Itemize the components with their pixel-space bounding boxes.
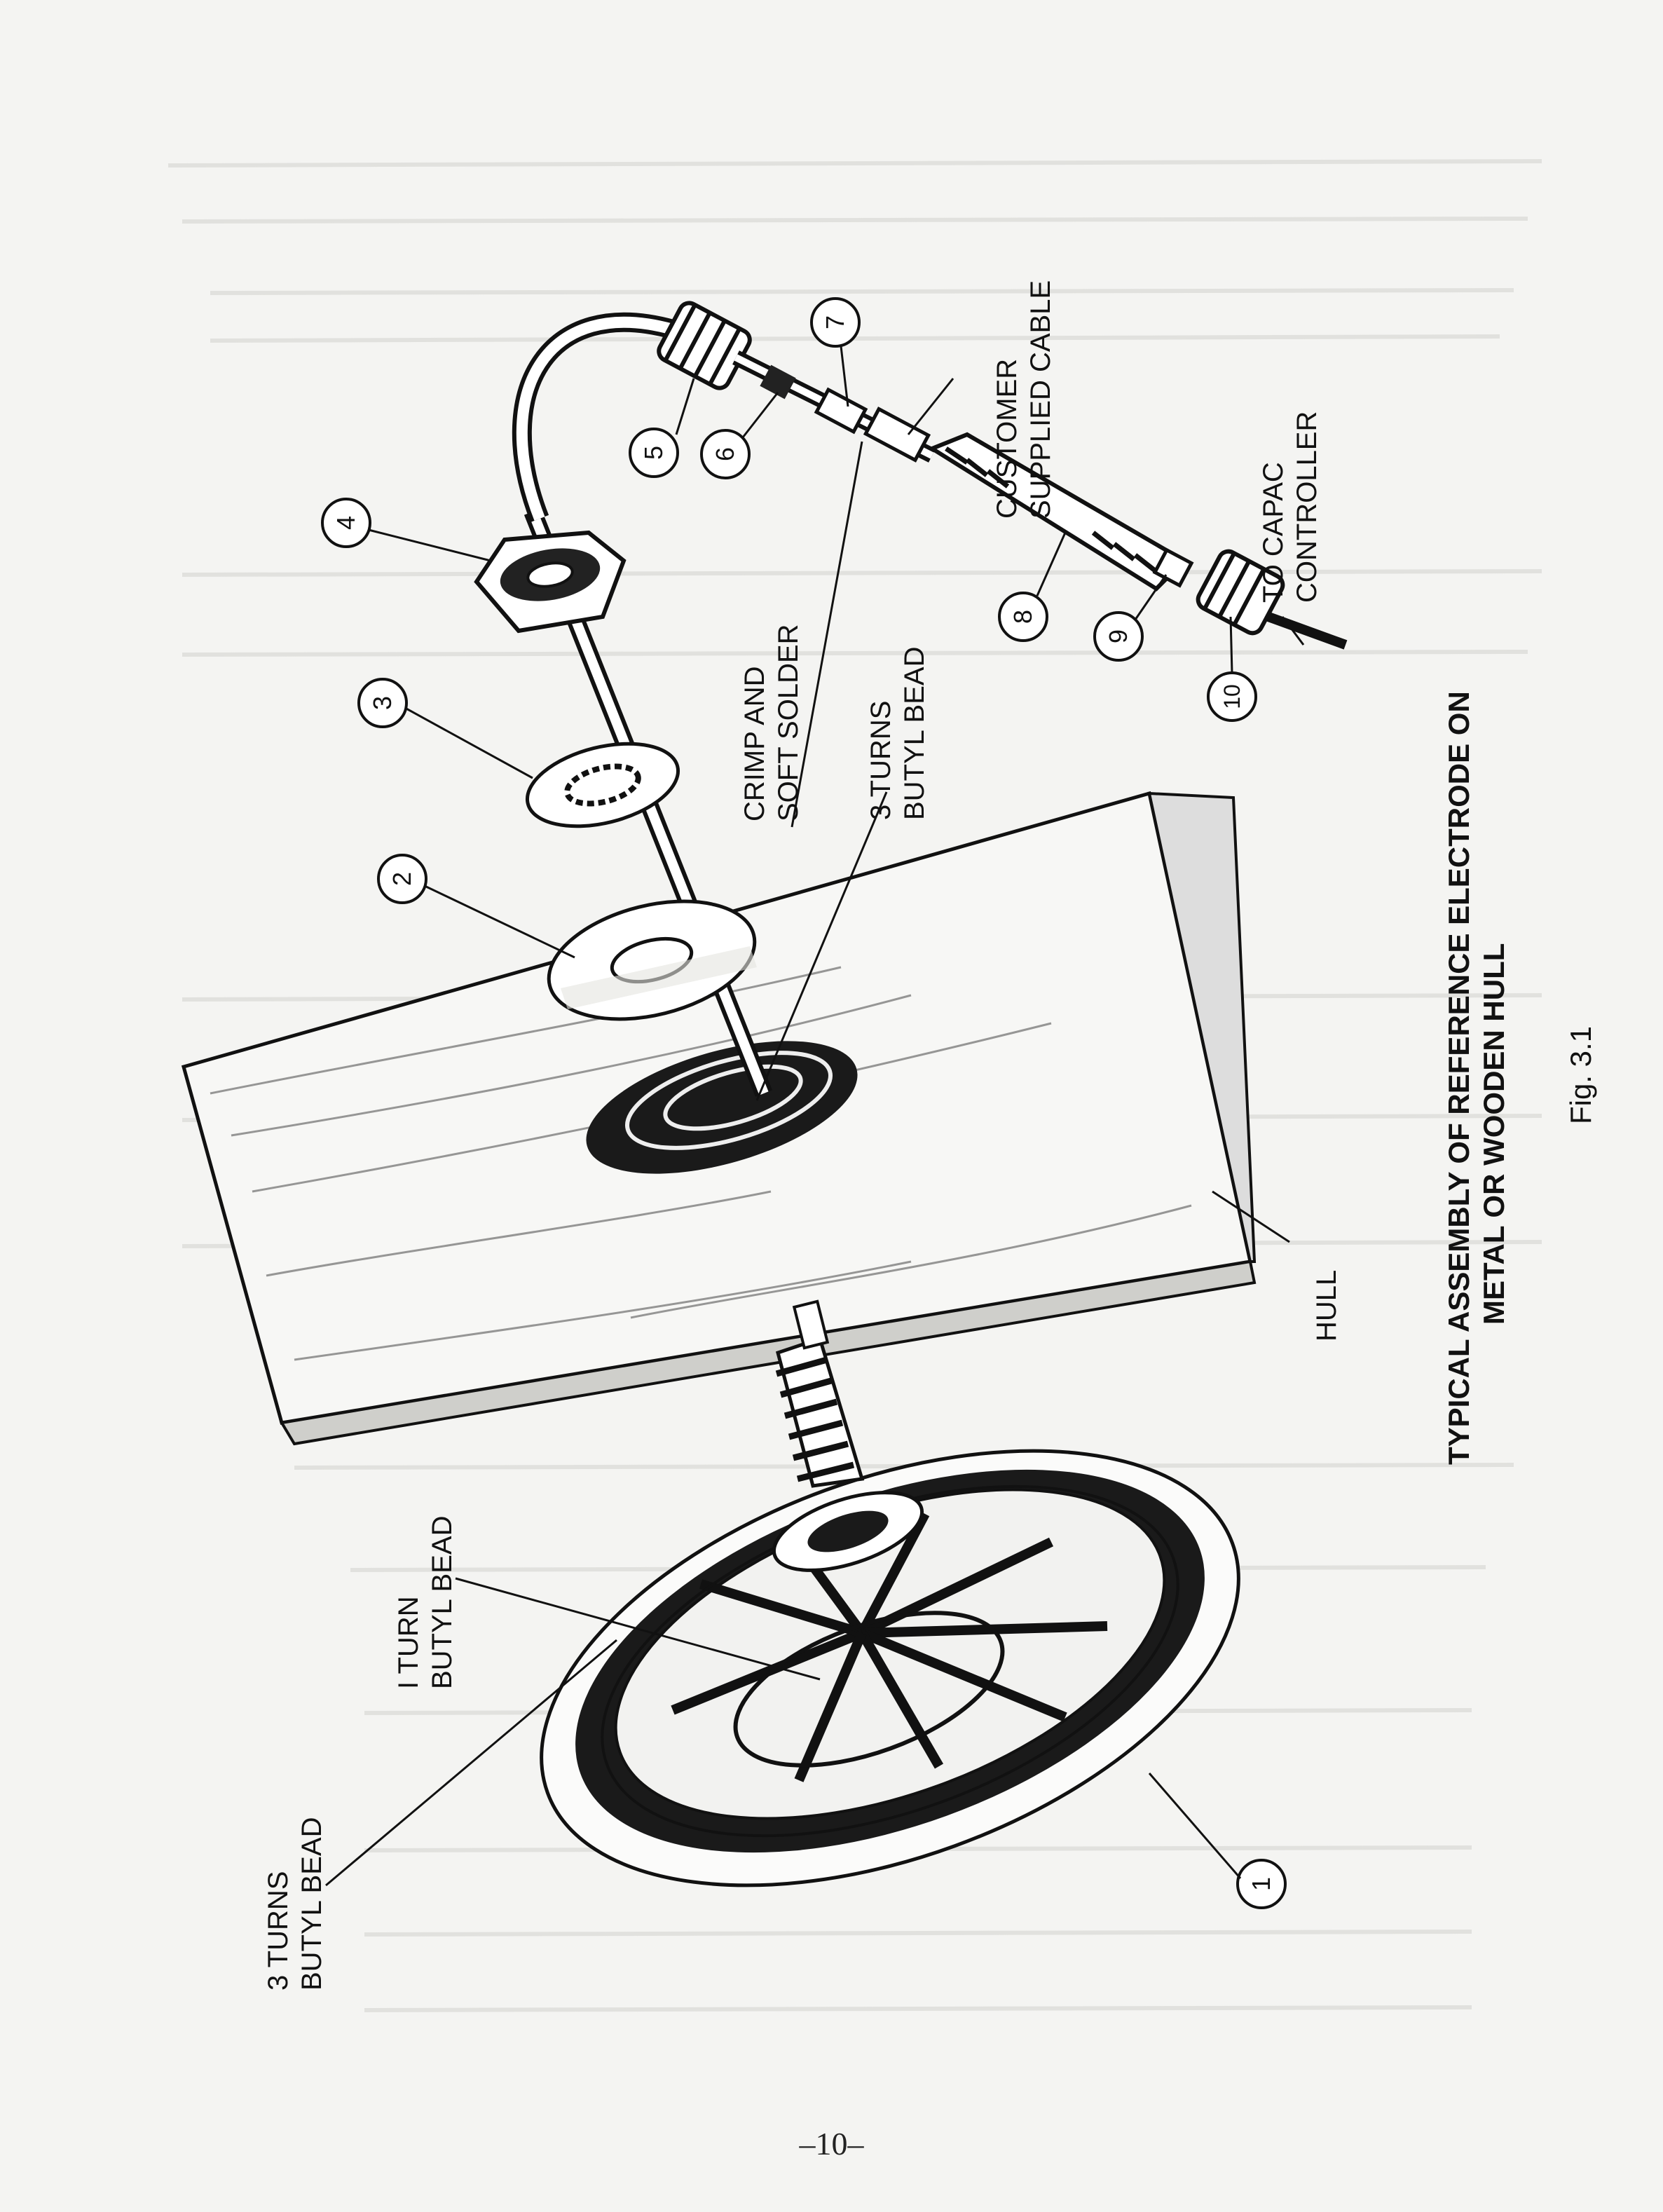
crimp-splice — [732, 350, 936, 463]
lock-washer — [525, 742, 680, 828]
butyl-bead-top — [586, 1041, 858, 1174]
hull-label: HULL — [1311, 1270, 1342, 1341]
figure-caption: TYPICAL ASSEMBLY OF REFERENCE ELECTRODE … — [1442, 691, 1597, 1465]
figure-title-line2: METAL OR WOODEN HULL — [1477, 943, 1510, 1325]
to-capac-line1: TO CAPAC — [1258, 462, 1289, 603]
threaded-stud — [772, 1299, 924, 1572]
customer-cable — [927, 432, 1194, 592]
three-turns-bottom-line1: 3 TURNS — [263, 1871, 294, 1991]
label-hull: HULL — [1311, 1270, 1342, 1341]
crimp-line2: SOFT SOLDER — [773, 624, 804, 821]
customer-cable-line1: CUSTOMER — [992, 359, 1022, 519]
label-three-turns-bottom: 3 TURNS BUTYL BEAD — [263, 1817, 327, 1991]
callout-number-9: 9 — [1104, 629, 1132, 643]
three-turns-top-line2: BUTYL BEAD — [899, 647, 930, 820]
one-turn-line2: BUTYL BEAD — [427, 1516, 458, 1689]
callout-number-3: 3 — [368, 696, 397, 710]
callout-2 — [377, 854, 427, 904]
one-turn-line1: I TURN — [393, 1596, 424, 1689]
callout-5 — [629, 428, 679, 478]
figure-number: Fig. 3.1 — [1564, 1026, 1597, 1124]
label-crimp: CRIMP AND SOFT SOLDER — [739, 624, 804, 821]
customer-cable-line2: SUPPLIED CABLE — [1025, 280, 1056, 519]
flat-washer — [547, 899, 757, 1021]
leader-lines — [325, 346, 1305, 1887]
callout-number-5: 5 — [639, 446, 668, 460]
callout-number-7: 7 — [821, 315, 849, 329]
callout-6 — [700, 429, 751, 479]
label-to-capac: TO CAPAC CONTROLLER — [1258, 411, 1322, 603]
callout-3 — [357, 678, 408, 728]
callout-number-6: 6 — [711, 447, 739, 461]
callout-number-8: 8 — [1008, 610, 1037, 624]
callout-number-4: 4 — [331, 516, 360, 530]
to-capac-line2: CONTROLLER — [1292, 411, 1322, 603]
electrode-base-disc — [540, 1449, 1240, 1887]
hex-nut — [474, 530, 627, 634]
three-turns-top-line1: 3 TURNS — [865, 701, 896, 820]
controller-connector — [1196, 549, 1348, 650]
callout-number-1: 1 — [1247, 1877, 1275, 1891]
callout-numbers: 1 2 3 4 5 6 7 8 9 10 — [331, 315, 1275, 1891]
callout-4 — [321, 498, 371, 548]
connector-fitting — [657, 301, 752, 390]
label-one-turn: I TURN BUTYL BEAD — [393, 1516, 458, 1689]
label-three-turns-top: 3 TURNS BUTYL BEAD — [865, 647, 930, 820]
callout-9 — [1093, 611, 1144, 662]
page-number: –10– — [799, 2126, 864, 2162]
callout-7 — [810, 297, 861, 348]
three-turns-bottom-line2: BUTYL BEAD — [296, 1817, 327, 1991]
crimp-line1: CRIMP AND — [739, 666, 770, 821]
callout-1 — [1236, 1859, 1287, 1909]
callout-number-10: 10 — [1219, 684, 1245, 709]
callout-number-2: 2 — [388, 872, 416, 886]
callout-8 — [998, 592, 1048, 642]
diagram-labels: HULL CUSTOMER SUPPLIED CABLE TO CAPAC CO… — [263, 280, 1342, 1991]
figure-title-line1: TYPICAL ASSEMBLY OF REFERENCE ELECTRODE … — [1442, 691, 1475, 1465]
label-customer-cable: CUSTOMER SUPPLIED CABLE — [992, 280, 1056, 519]
callout-markers — [321, 297, 1287, 1909]
